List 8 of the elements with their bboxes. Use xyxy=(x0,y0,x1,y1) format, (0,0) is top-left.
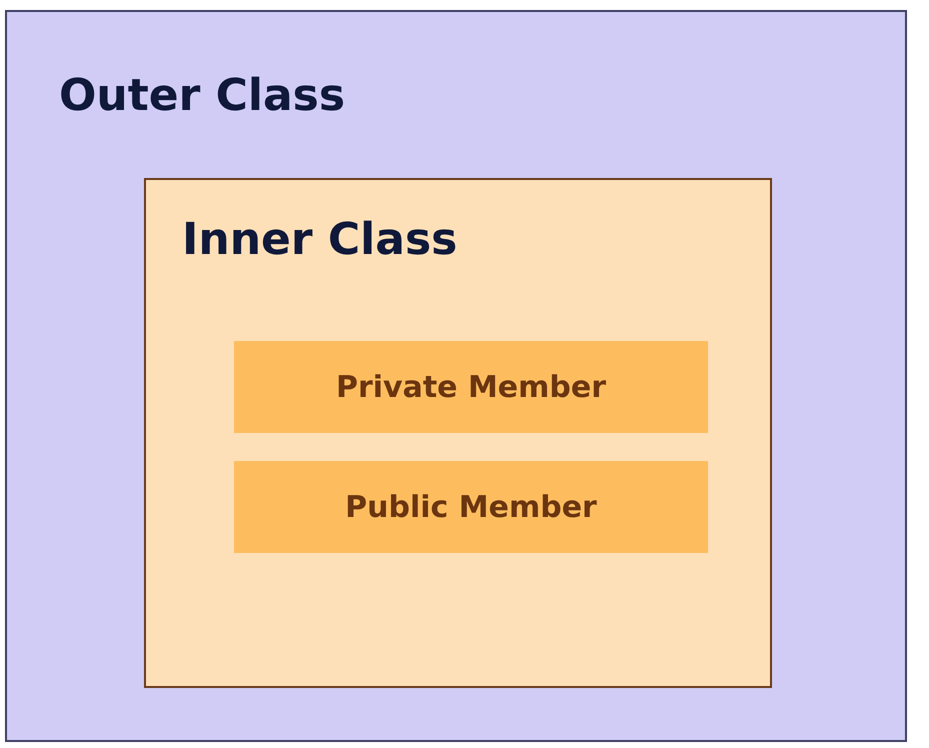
outer-class-panel xyxy=(5,10,907,742)
member-bar xyxy=(234,461,708,553)
member-label: Private Member xyxy=(336,370,606,404)
member-label: Public Member xyxy=(345,490,597,524)
member-bar xyxy=(234,341,708,433)
class-title: Inner Class xyxy=(182,214,458,265)
class-title: Outer Class xyxy=(59,70,346,121)
inner-class-panel xyxy=(144,178,772,688)
